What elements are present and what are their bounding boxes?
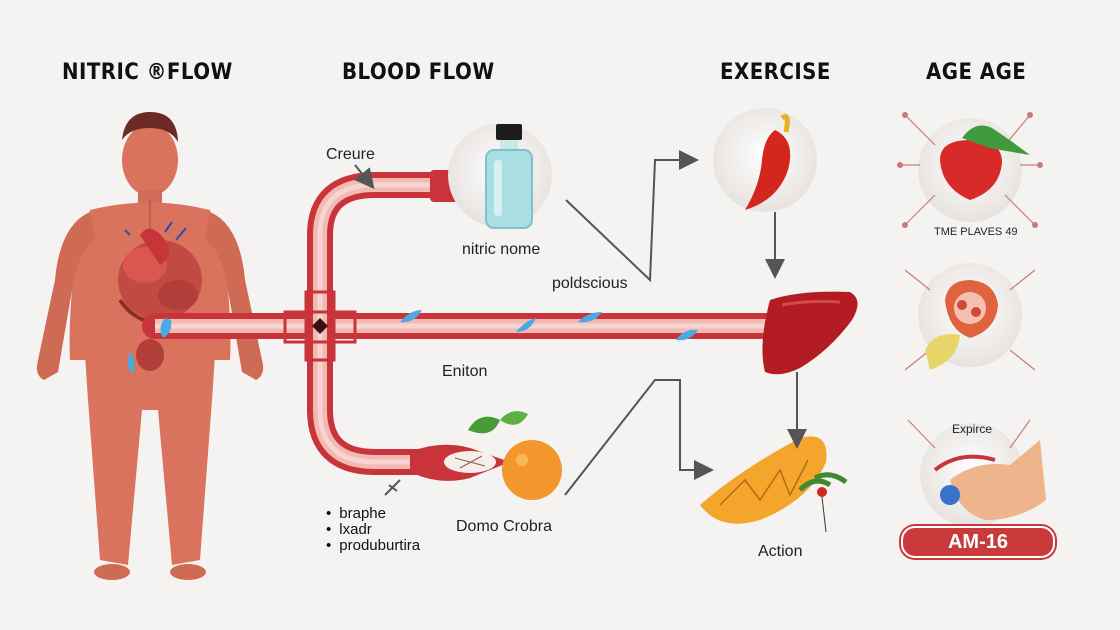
- droplet-6: [676, 329, 698, 341]
- droplet-5: [578, 312, 602, 323]
- connector-arrows: [354, 150, 807, 496]
- citrus-organ-panel: [904, 263, 1036, 371]
- hand-device-panel: [907, 419, 1046, 527]
- label-tme-plaves: TME PLAVES 49: [934, 226, 1018, 238]
- food-slice-illustration: [700, 436, 848, 533]
- nitric-bottle-illustration: [448, 123, 552, 229]
- droplet-3: [400, 310, 422, 323]
- droplet-2: [127, 352, 135, 374]
- bullet-item: produburtira: [326, 538, 420, 554]
- label-poldscious: poldscious: [552, 275, 628, 292]
- tick-bullets: [384, 479, 401, 496]
- human-body-figure: [36, 112, 264, 580]
- internal-organs-icon: [118, 221, 202, 371]
- am-16-badge: AM-16: [901, 526, 1055, 558]
- header-blood-flow: BLOOD FLOW: [342, 60, 495, 85]
- liver-illustration: [762, 291, 858, 375]
- label-eniton: Eniton: [442, 363, 488, 380]
- droplets: [127, 310, 698, 374]
- orange-fruit-illustration: [468, 411, 562, 500]
- label-expirce: Expirce: [952, 422, 993, 436]
- strawberry-panel: [897, 112, 1043, 228]
- droplet-1: [160, 318, 172, 338]
- header-age-age: AGE AGE: [926, 60, 1027, 85]
- label-creure: Creure: [326, 146, 375, 163]
- header-exercise: EXERCISE: [720, 60, 831, 85]
- arrow-to-exercise: [565, 150, 699, 283]
- header-nitric-flow: NITRIC ®FLOW: [62, 60, 233, 85]
- label-nitric-nome: nitric nome: [462, 241, 541, 258]
- label-domo-crobra: Domo Crobra: [456, 518, 553, 535]
- arrow-creure: [354, 164, 375, 190]
- bullet-item: lxadr: [326, 522, 420, 538]
- chili-pepper-illustration: [713, 108, 817, 212]
- label-action: Action: [758, 543, 803, 560]
- bullet-item: braphe: [326, 506, 420, 522]
- arrow-orange-to-action: [564, 379, 714, 496]
- bullet-list: braphe lxadr produburtira: [326, 506, 420, 554]
- droplet-4: [516, 318, 536, 332]
